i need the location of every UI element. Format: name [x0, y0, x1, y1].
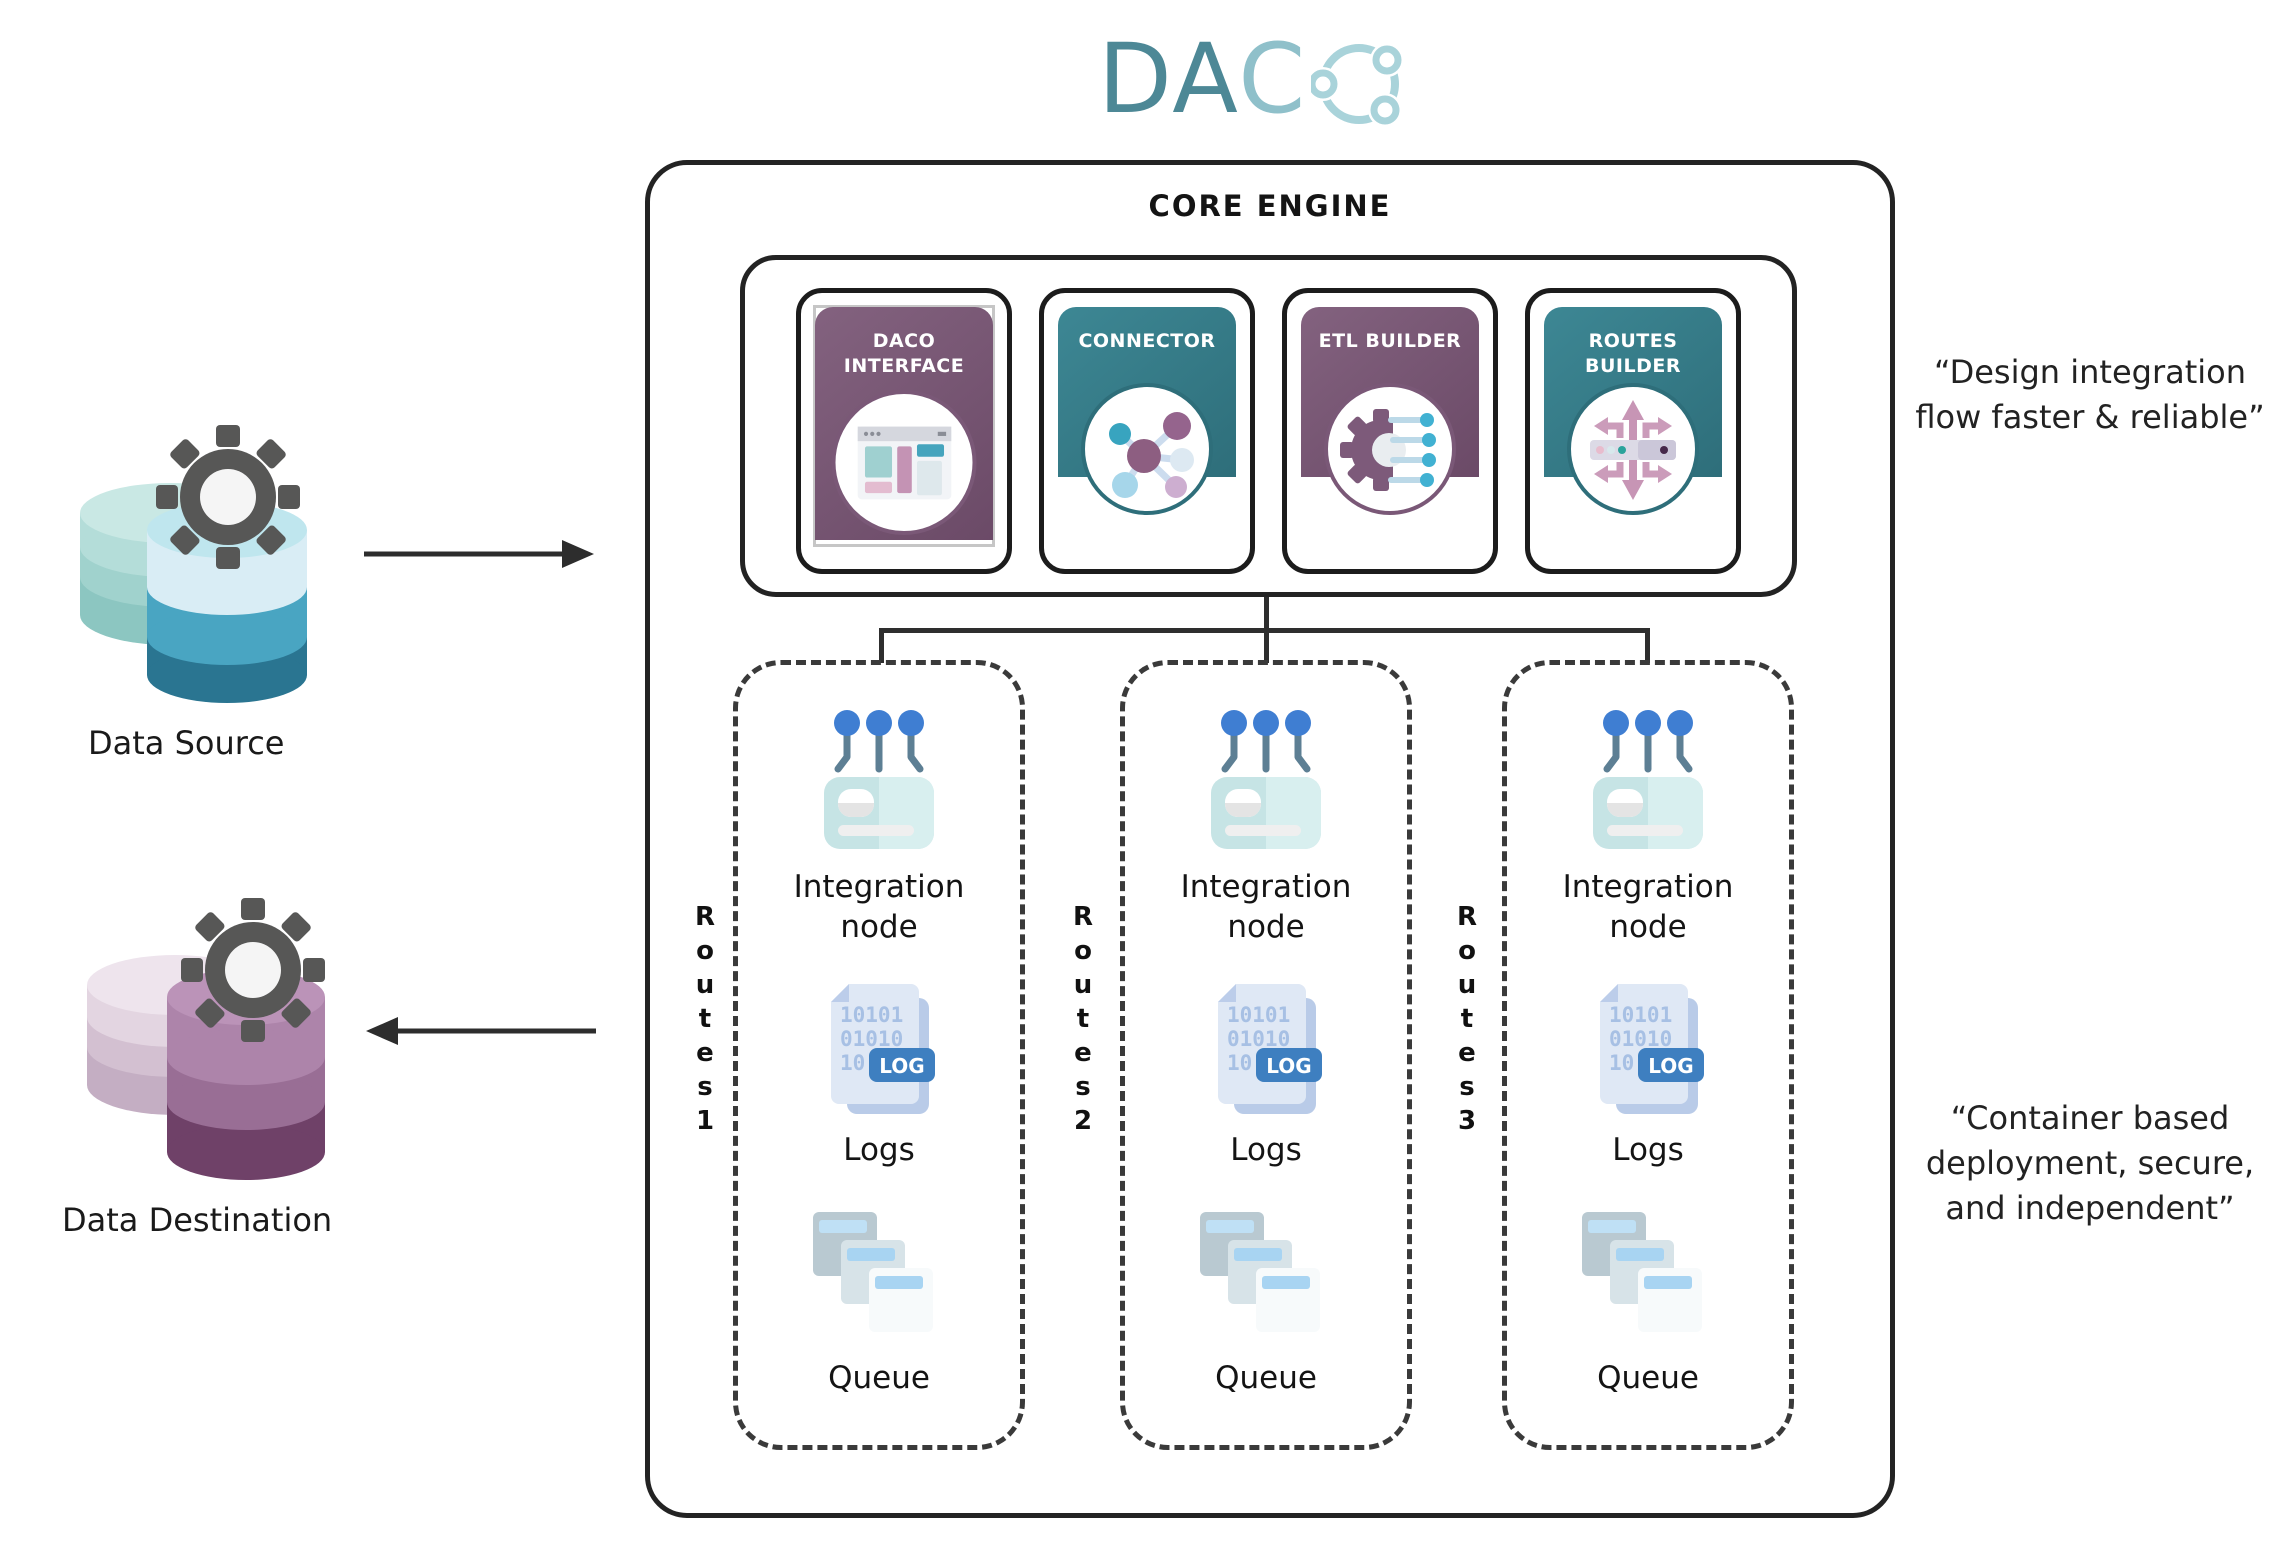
svg-text:10101: 10101: [1227, 1003, 1290, 1027]
svg-text:01010: 01010: [1227, 1027, 1290, 1051]
integration-node-icon: [1211, 710, 1321, 849]
design-quote: “Design integration flow faster & reliab…: [1915, 353, 2265, 436]
flow-arrow-source-to-core: [364, 540, 594, 568]
integration-node-label: Integration node: [1180, 869, 1352, 946]
integration-node-label: Integration node: [793, 869, 965, 946]
network-o-icon: [1311, 43, 1405, 127]
module-title: ROUTES BUILDER: [1585, 330, 1681, 377]
route2-vertical-label: R o u t e s 2: [1072, 902, 1094, 1136]
module-card-daco-interface: DACO INTERFACE: [796, 288, 1012, 574]
svg-text:10101: 10101: [1609, 1003, 1672, 1027]
route1-vertical-label: R o u t e s 1: [694, 902, 716, 1136]
queue-label: Queue: [1597, 1359, 1699, 1396]
svg-text:01010: 01010: [840, 1027, 903, 1051]
browser-window-icon: [857, 426, 951, 499]
log-badge-text: LOG: [879, 1054, 924, 1078]
source-gear-icon: [156, 425, 300, 569]
svg-text:10: 10: [1227, 1051, 1252, 1075]
gear-circuit-icon: [1340, 409, 1436, 491]
module-title: ETL BUILDER: [1318, 330, 1462, 352]
log-badge-text: LOG: [1266, 1054, 1311, 1078]
destination-front-cylinder: [167, 969, 325, 1180]
connector-drop-route3: [1645, 628, 1650, 663]
module-title: DACO INTERFACE: [843, 330, 965, 377]
module-icon-circle: [1081, 383, 1213, 515]
logs-label: Logs: [843, 1131, 915, 1168]
module-card-etl-builder: ETL BUILDER: [1282, 288, 1498, 574]
log-badge-text: LOG: [1648, 1054, 1693, 1078]
integration-node-icon: [824, 710, 934, 849]
svg-text:10: 10: [1609, 1051, 1634, 1075]
flow-arrow-core-to-destination: [366, 1017, 596, 1045]
hub-network-icon: [1109, 412, 1194, 498]
module-icon-circle: [1567, 383, 1699, 515]
data-destination-icon: [87, 898, 325, 1180]
integration-node-icon: [1593, 710, 1703, 849]
module-card-routes-builder: ROUTES BUILDER: [1525, 288, 1741, 574]
data-destination-label: Data Destination: [62, 1201, 333, 1239]
module-card-connector: CONNECTOR: [1039, 288, 1255, 574]
logs-label: Logs: [1612, 1131, 1684, 1168]
data-source-label: Data Source: [88, 724, 285, 762]
direction-arrows-icon: [1590, 400, 1676, 500]
module-icon-circle: [1324, 383, 1456, 515]
logs-label: Logs: [1230, 1131, 1302, 1168]
modules-container: DACO INTERFACE: [740, 255, 1797, 597]
queue-label: Queue: [828, 1359, 930, 1396]
daco-logo: DAC: [1098, 28, 1407, 130]
destination-gear-icon: [181, 898, 325, 1042]
queue-icon: [1200, 1211, 1320, 1332]
deployment-quote: “Container based deployment, secure, and…: [1925, 1099, 2255, 1227]
svg-text:10: 10: [840, 1051, 865, 1075]
module-icon-circle: [831, 390, 977, 535]
svg-text:01010: 01010: [1609, 1027, 1672, 1051]
queue-icon: [1582, 1211, 1702, 1332]
logo-wordmark: DAC: [1098, 23, 1308, 135]
screenshot-frame: [813, 305, 995, 547]
integration-node-label: Integration node: [1562, 869, 1734, 946]
queue-label: Queue: [1215, 1359, 1317, 1396]
connector-drop-route1: [879, 628, 884, 663]
connector-horizontal-line: [879, 628, 1650, 633]
route3-vertical-label: R o u t e s 3: [1456, 902, 1478, 1136]
module-title: CONNECTOR: [1078, 330, 1216, 352]
data-source-icon: [80, 425, 307, 703]
svg-text:10101: 10101: [840, 1003, 903, 1027]
core-engine-title: CORE ENGINE: [1148, 189, 1392, 223]
core-engine-box: CORE ENGINE DACO INTERFACE: [645, 160, 1895, 1518]
queue-icon: [813, 1211, 933, 1332]
